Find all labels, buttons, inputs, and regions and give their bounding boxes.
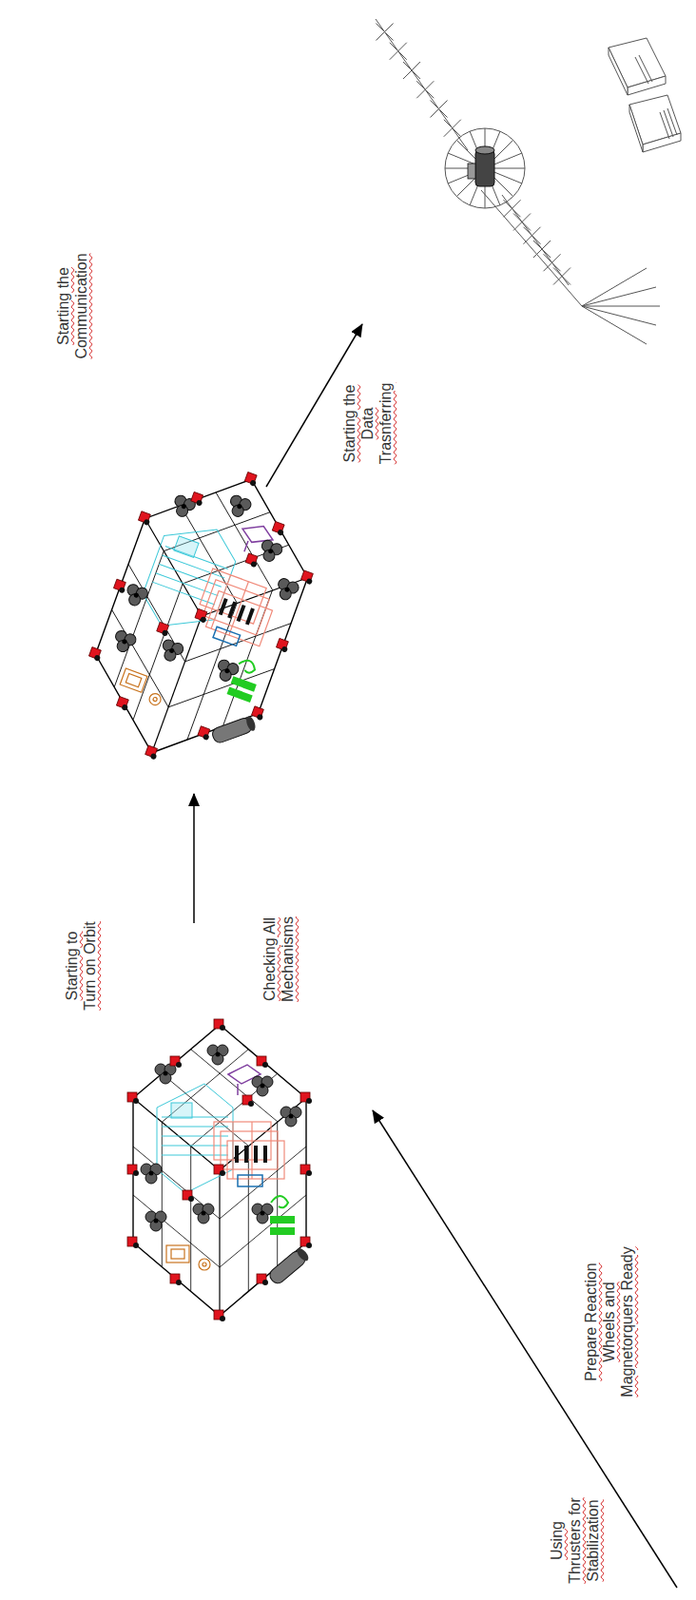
step-label: Checking All Mechanisms bbox=[259, 909, 296, 1010]
step-label: Using Thrusters for Stabilization bbox=[547, 1492, 602, 1588]
drawing-part bbox=[663, 110, 674, 137]
drawing-part bbox=[475, 146, 495, 155]
drawing-part bbox=[456, 139, 513, 196]
satellite-body bbox=[467, 146, 495, 187]
drawing-part bbox=[475, 150, 495, 187]
drawing-part bbox=[608, 47, 628, 96]
drawing-part bbox=[430, 100, 448, 118]
drawing-part bbox=[581, 306, 657, 326]
step-label: Prepare Reaction Wheels and Magnetorquer… bbox=[581, 1238, 637, 1406]
drawing-part bbox=[581, 268, 647, 307]
ground-box bbox=[629, 95, 681, 153]
drawing-part bbox=[376, 23, 394, 41]
drawing-part bbox=[581, 306, 647, 345]
drawing-part bbox=[642, 133, 681, 153]
drawing-part bbox=[375, 19, 468, 151]
drawing-part bbox=[667, 108, 677, 136]
step-label: Starting the Data Trasnferring bbox=[340, 378, 395, 469]
comm-satellite bbox=[375, 19, 660, 345]
drawing-part bbox=[416, 80, 434, 98]
satellite-cube bbox=[127, 1019, 312, 1322]
drawing-part bbox=[543, 253, 561, 271]
drawing-part bbox=[638, 55, 653, 82]
drawing-part bbox=[467, 163, 476, 179]
drawing-part bbox=[581, 306, 660, 308]
ground-box bbox=[608, 38, 666, 96]
drawing-part bbox=[389, 42, 407, 60]
drawing-part bbox=[533, 240, 551, 258]
drawing-part bbox=[513, 213, 531, 232]
step-label: Starting to Turn on Orbit bbox=[61, 916, 98, 1017]
step-label: Starting the Communication bbox=[53, 247, 90, 367]
flow-arrow bbox=[193, 793, 195, 924]
drawing-part bbox=[456, 139, 513, 196]
drawing-part bbox=[481, 190, 582, 307]
drawing-part bbox=[629, 104, 643, 153]
drawing-part bbox=[444, 119, 462, 137]
drawing-part bbox=[502, 194, 569, 286]
drawing-part bbox=[403, 61, 421, 79]
satellite-cube bbox=[62, 442, 340, 790]
drawing-part bbox=[659, 112, 670, 139]
drawing-part bbox=[581, 287, 657, 307]
drawing-part bbox=[444, 128, 525, 209]
flow-arrow bbox=[372, 1110, 677, 1588]
